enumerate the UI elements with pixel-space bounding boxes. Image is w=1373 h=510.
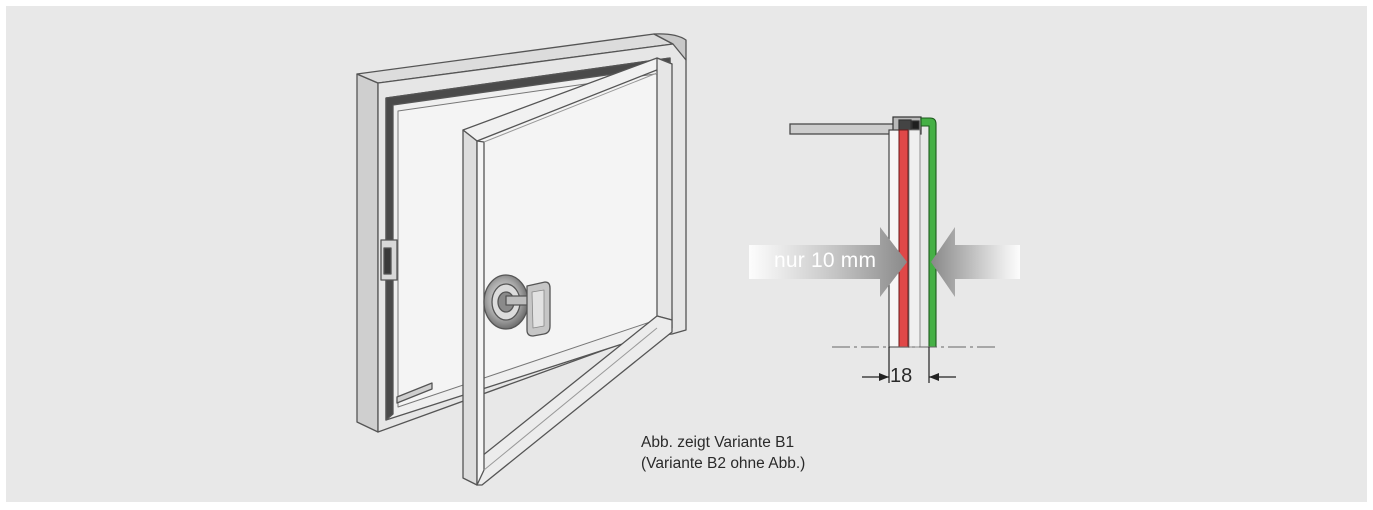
- caption-line-2: (Variante B2 ohne Abb.): [641, 455, 806, 472]
- figure-caption: Abb. zeigt Variante B1 (Variante B2 ohne…: [641, 432, 805, 474]
- inner-pane-red: [898, 129, 909, 348]
- frame-profile: [789, 123, 899, 135]
- outer-pane-green: [920, 117, 937, 348]
- caption-line-1: Abb. zeigt Variante B1: [641, 434, 795, 451]
- case-frame: [356, 33, 687, 433]
- dimension-label: 18: [890, 365, 913, 387]
- dimension-arrow-icon: [862, 347, 956, 383]
- section-view: [749, 116, 1020, 383]
- open-door: [462, 57, 673, 486]
- arrow-label: nur 10 mm: [774, 249, 877, 272]
- arrow-right-icon: [749, 227, 907, 297]
- arrow-left-icon: [931, 227, 1020, 297]
- key-lock-icon: [483, 274, 551, 337]
- showcase-illustration: [356, 33, 687, 486]
- pane-gap: [908, 129, 921, 348]
